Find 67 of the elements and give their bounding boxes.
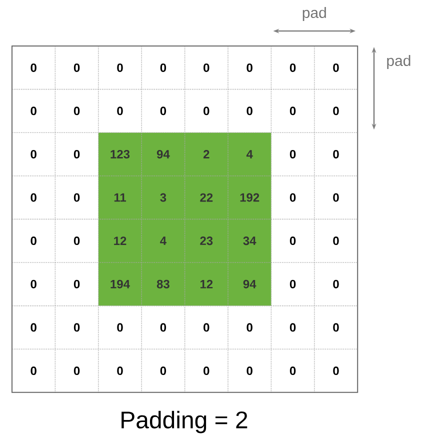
cell-value: 0 [160,366,166,376]
cell-value: 0 [333,106,339,116]
dimension-label: pad [387,55,410,69]
cell-value: 0 [74,150,80,158]
cell-value: 0 [246,366,252,376]
cell-value: 0 [246,323,252,332]
cell-value: 2 [203,150,210,158]
cell-value: 12 [114,236,126,245]
cell-value: 83 [156,280,170,288]
cell-value: 0 [333,236,339,246]
cell-value: 0 [117,63,123,72]
cell-value: 0 [333,63,339,72]
cell-value: 0 [204,366,210,376]
cell-value: 4 [246,150,253,158]
cell-value: 0 [333,280,339,288]
cell-value: 0 [290,193,296,202]
cell-value: 0 [117,323,123,332]
cell-value: 94 [243,280,256,288]
cell-value: 0 [290,366,296,376]
cell-value: 0 [160,323,166,332]
cell-value: 3 [160,193,166,202]
cell-value: 0 [30,63,36,72]
cell-value: 0 [30,236,36,246]
cell-value: 0 [204,323,210,332]
cell-value: 34 [243,236,256,246]
cell-value: 0 [333,150,339,158]
cell-value: 0 [290,63,296,72]
cell-value: 0 [290,236,296,246]
cell-value: 0 [204,106,210,116]
cell-value: 0 [74,236,80,246]
caption: Padding = 2 [122,410,248,434]
cell-value: 0 [290,323,296,332]
cell-value: 0 [290,106,296,116]
cell-value: 0 [30,280,36,288]
cell-value: 0 [30,193,36,202]
cell-value: 0 [74,106,80,116]
cell-value: 0 [290,280,296,288]
cell-value: 94 [156,150,170,158]
cell-value: 0 [290,150,296,158]
cell-value: 22 [200,193,213,202]
cell-value: 0 [333,193,339,202]
cell-value: 0 [160,106,166,116]
cell-value: 0 [160,63,166,72]
cell-value: 0 [333,323,339,332]
cell-value: 0 [246,63,252,72]
cell-value: 0 [74,193,80,202]
cell-value: 0 [30,323,36,332]
cell-value: 0 [246,106,252,116]
dimension-label: pad [302,7,326,21]
cell-value: 192 [240,193,260,202]
cell-value: 11 [114,193,126,202]
cell-value: 194 [110,280,130,288]
cell-value: 4 [160,236,166,245]
cell-value: 0 [74,366,80,376]
cell-value: 0 [204,63,210,72]
cell-value: 0 [30,106,36,116]
cell-value: 0 [333,366,339,376]
cell-value: 123 [110,150,130,158]
cell-value: 0 [74,63,80,72]
cell-value: 0 [117,106,123,116]
cell-value: 0 [74,323,80,332]
cell-value: 23 [200,236,213,246]
cell-value: 0 [30,150,36,158]
cell-value: 0 [117,366,123,376]
cell-value: 0 [74,280,80,288]
cell-value: 12 [200,280,213,288]
cell-value: 0 [30,366,36,376]
